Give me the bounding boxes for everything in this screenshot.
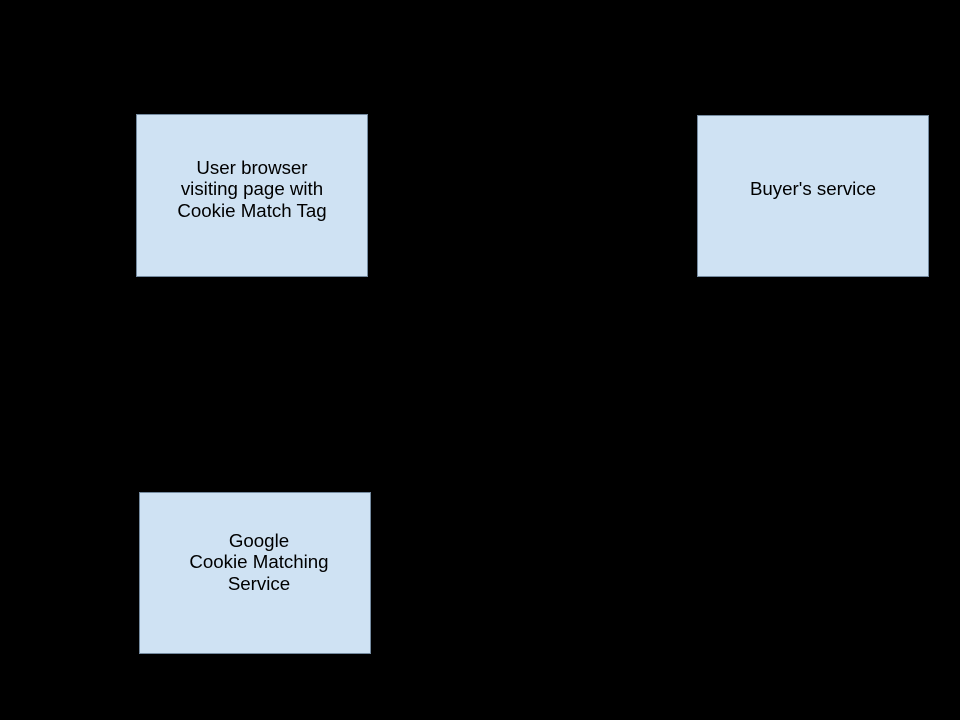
node-label-line: Cookie Match Tag	[177, 199, 327, 221]
node-user-browser-label: User browser visiting page with Cookie M…	[177, 157, 326, 221]
node-label-line: Service	[227, 572, 291, 594]
node-label-line: Cookie Matching	[189, 551, 329, 573]
node-buyers-service: Buyer's service	[697, 115, 929, 277]
node-google-cookie-matching-service: Google Cookie Matching Service	[139, 492, 371, 654]
node-label-line: visiting page with	[180, 178, 324, 200]
node-label-line: Google	[228, 530, 290, 552]
node-buyers-service-label: Buyer's service	[750, 178, 876, 199]
node-label-line: Buyer's service	[749, 178, 877, 200]
node-google-cookie-matching-service-label: Google Cookie Matching Service	[189, 530, 328, 594]
node-label-line: User browser	[196, 157, 308, 179]
node-user-browser: User browser visiting page with Cookie M…	[136, 114, 368, 277]
